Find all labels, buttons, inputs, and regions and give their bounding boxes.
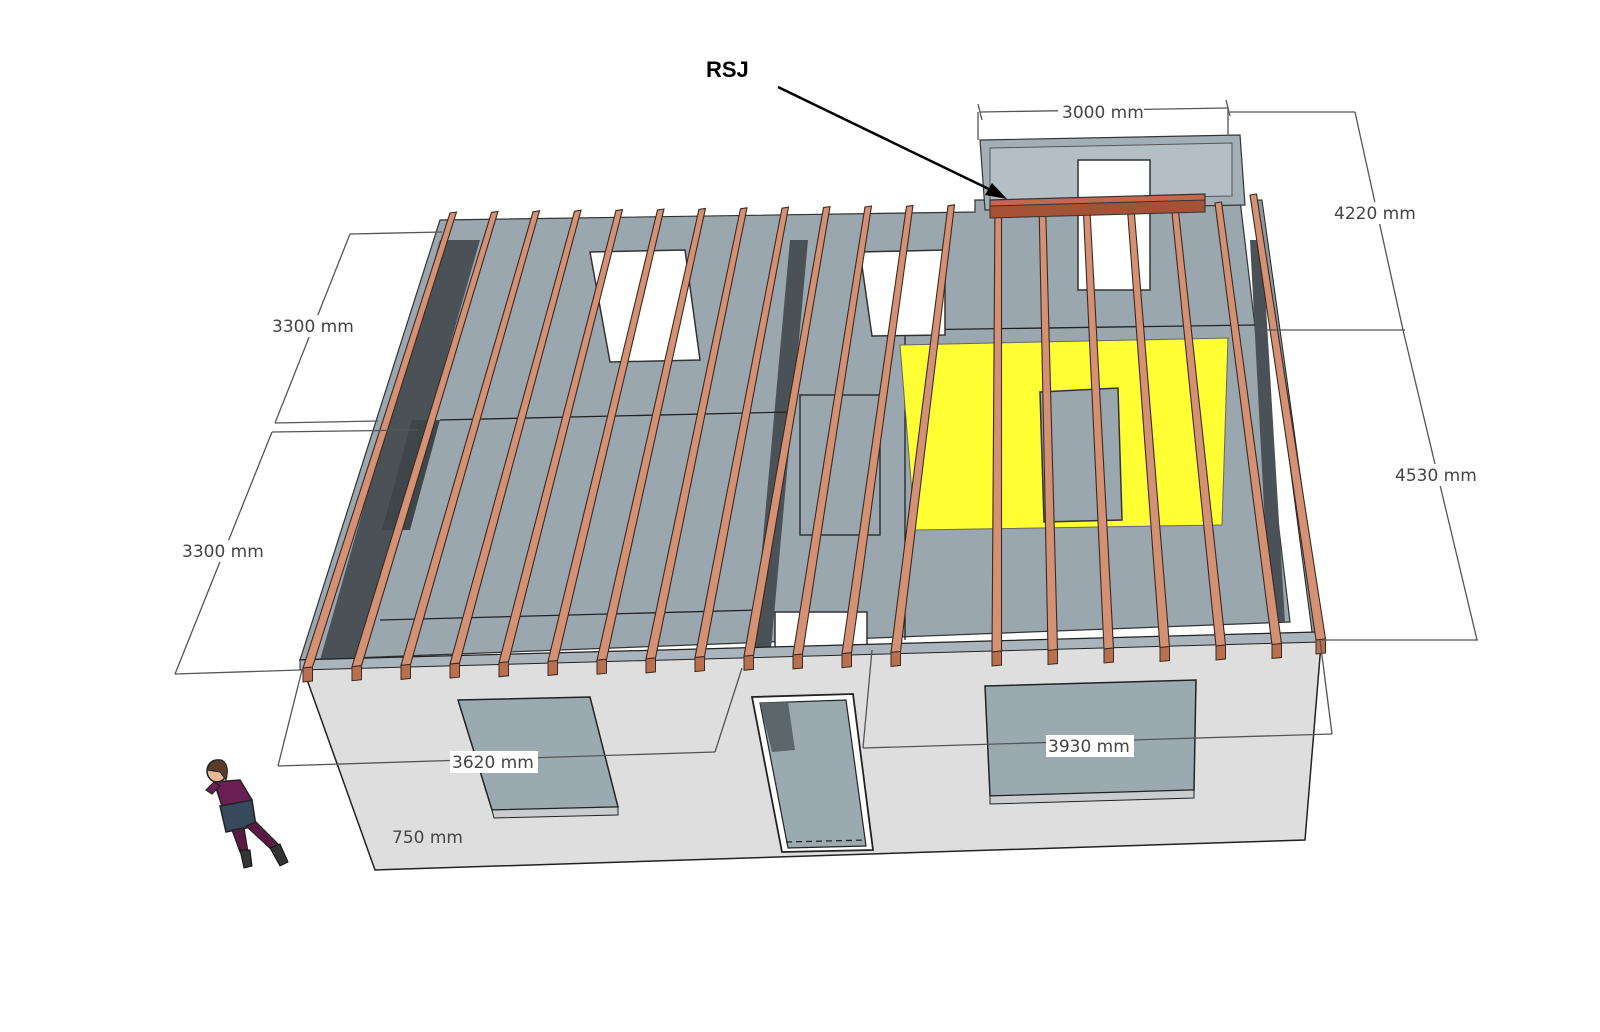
rooflight-opening (859, 249, 946, 337)
joist-end (351, 665, 362, 682)
figure-hair (206, 759, 228, 782)
dim-label-3300-rear: 3300 mm (272, 317, 354, 337)
dim-label-3930: 3930 mm (1048, 737, 1130, 757)
front-window-right-sill (989, 789, 1195, 805)
rsj-label: RSJ (706, 57, 749, 82)
rsj-arrow-head (985, 183, 1007, 199)
joist-end (302, 666, 313, 683)
front-door-reveal (760, 702, 795, 752)
figure-leg-left (231, 827, 249, 853)
joist-end (991, 650, 1002, 667)
interior-wall-line (379, 609, 761, 621)
interior-wall-line (904, 324, 1256, 331)
dim-label-partial: 750 mm (392, 828, 463, 848)
rsj-callout: RSJ (706, 57, 1007, 199)
floor-joists (302, 193, 1327, 683)
joist-end (1047, 648, 1058, 666)
figure-boot-left (239, 849, 253, 869)
joist-end (1159, 645, 1170, 663)
joist-end (547, 659, 558, 677)
dim-label-3000: 3000 mm (1062, 103, 1144, 123)
door-threshold (785, 839, 867, 843)
dim-label-4530: 4530 mm (1395, 466, 1477, 486)
partition-wall (320, 240, 480, 660)
scale-person-figure (205, 759, 289, 869)
rsj-beam (989, 193, 1206, 219)
joist-end (694, 656, 705, 673)
joist-end (498, 661, 509, 678)
dimension-lines: 3000 mm 4220 mm 4530 mm 3300 mm 3300 mm … (174, 99, 1479, 848)
joist-end (1271, 642, 1282, 660)
joist-end (743, 654, 754, 671)
joist-end (792, 653, 803, 670)
joist-end (890, 650, 901, 667)
joist-end (596, 658, 607, 675)
figure-arm (205, 781, 221, 795)
joist-end (449, 662, 460, 679)
rsj-beam-face (989, 199, 1206, 219)
dim-label-3620: 3620 mm (452, 753, 534, 773)
front-window-left-sill (491, 806, 619, 819)
joist-end (400, 663, 411, 680)
joist-end (645, 657, 656, 674)
joist-end (1215, 644, 1226, 661)
partition-wall (1250, 240, 1285, 622)
figure-boot-right (269, 843, 289, 867)
dim-label-3300-front: 3300 mm (182, 542, 264, 562)
joist-end (841, 652, 852, 669)
joist-end (1103, 647, 1114, 664)
dim-label-4220: 4220 mm (1334, 204, 1416, 224)
rsj-arrow-line (777, 85, 996, 194)
